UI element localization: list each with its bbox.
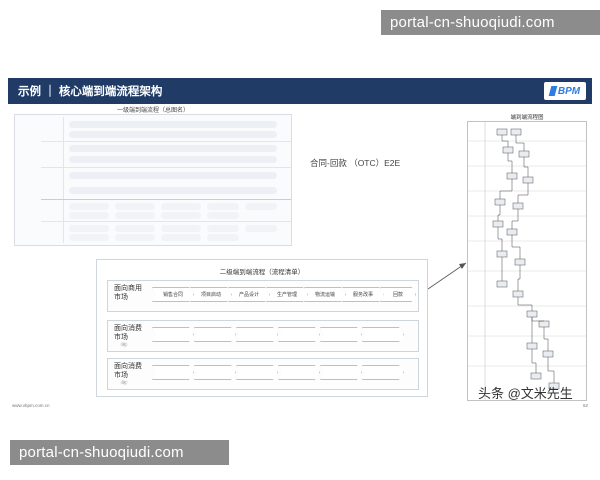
level1-bar (69, 121, 277, 128)
divider (41, 167, 291, 168)
level1-group-b (15, 199, 41, 245)
process-step: 产品设计 (228, 287, 270, 302)
lane-row-1: 面向商用市场 销售合同 项目启动 产品设计 生产管理 物流运输 服务改事 回款 (107, 280, 419, 312)
level1-sub-a3 (41, 167, 64, 199)
level1-bar (69, 156, 277, 163)
process-step (320, 365, 362, 380)
logo-text: BPM (557, 85, 581, 97)
logo-mark-icon (548, 86, 558, 96)
level1-sub-a1 (41, 117, 64, 141)
slide-title: 示例 ｜ 核心端到端流程架构 (18, 86, 163, 98)
level1-cell (207, 225, 239, 232)
process-step: 物流运输 (304, 287, 346, 302)
level1-bar (69, 172, 277, 179)
process-step: 项目启动 (190, 287, 232, 302)
level1-cell (161, 203, 201, 210)
process-step (194, 327, 236, 342)
level1-cell (245, 203, 277, 210)
process-step (362, 365, 404, 380)
process-step (236, 327, 278, 342)
slide-title-bar: 示例 ｜ 核心端到端流程架构 BPM (8, 78, 592, 104)
e2e-flow-diagram: 端到端流程图 (467, 115, 587, 401)
otc-label: 合同-回款 （OTC）E2E (310, 158, 401, 168)
arrow-right-icon (428, 262, 467, 290)
level1-cell (207, 203, 239, 210)
lane-row-2: 面向消费市场 （略） (107, 320, 419, 352)
level1-sub-b1 (41, 199, 64, 221)
level1-bar (69, 145, 277, 152)
flow-diagram-graphic (467, 121, 587, 401)
level1-cell (69, 225, 109, 232)
level1-cell (161, 225, 201, 232)
divider (41, 221, 291, 222)
process-step (152, 327, 194, 342)
process-step (362, 327, 404, 342)
lane-label: 面向消费市场 (114, 325, 142, 341)
process-step: 生产管理 (266, 287, 308, 302)
level1-bar (69, 187, 277, 194)
process-step (278, 327, 320, 342)
level1-cell (69, 203, 109, 210)
lane-label: 面向消费市场 (114, 363, 142, 379)
author-caption: 头条 @文米先生 (478, 386, 573, 401)
process-step: 销售合同 (152, 287, 194, 302)
level1-cell (245, 225, 277, 232)
lane-label: 面向商用市场 (114, 285, 142, 301)
level1-cell (115, 212, 155, 219)
watermark-top: portal-cn-shuoqiudi.com (381, 10, 600, 35)
level1-cell (69, 212, 109, 219)
process-step (278, 365, 320, 380)
level1-title: 一级端到端流程（总图名） (15, 105, 291, 114)
level1-cell (115, 225, 155, 232)
footer-url: www.vbpm.com.cn (12, 403, 50, 408)
level1-cell (115, 234, 155, 241)
level1-sub-a2 (41, 141, 64, 167)
page-number: 62 (582, 403, 588, 408)
level1-cell (69, 234, 109, 241)
bpm-logo: BPM (544, 82, 586, 100)
process-step: 回款 (380, 287, 416, 302)
watermark-bottom: portal-cn-shuoqiudi.com (10, 440, 229, 465)
process-step (236, 365, 278, 380)
process-step: 服务改事 (342, 287, 384, 302)
level1-group-a (15, 119, 41, 199)
flow-title: 端到端流程图 (510, 115, 544, 121)
level1-cell (161, 234, 201, 241)
level1-cell (161, 212, 201, 219)
divider (41, 199, 291, 200)
process-step (194, 365, 236, 380)
lane-row-3: 面向消费市场 （略） (107, 358, 419, 390)
level1-cell (207, 212, 239, 219)
level1-sub-b2 (41, 221, 64, 243)
level2-process-panel: 二级端到端流程（流程清单） 面向商用市场 销售合同 项目启动 产品设计 生产管理… (96, 259, 428, 397)
level1-cell (207, 234, 239, 241)
process-step (152, 365, 194, 380)
lane-sub: （略） (118, 380, 130, 385)
level1-process-panel: 一级端到端流程（总图名） (14, 108, 292, 246)
level1-bar (69, 131, 277, 138)
level2-title: 二级端到端流程（流程清单） (219, 269, 305, 276)
level1-cell (115, 203, 155, 210)
slide: 示例 ｜ 核心端到端流程架构 BPM 一级端到端流程（总图名） (8, 76, 592, 412)
divider (41, 141, 291, 142)
process-step (320, 327, 362, 342)
lane-sub: （略） (118, 342, 130, 347)
